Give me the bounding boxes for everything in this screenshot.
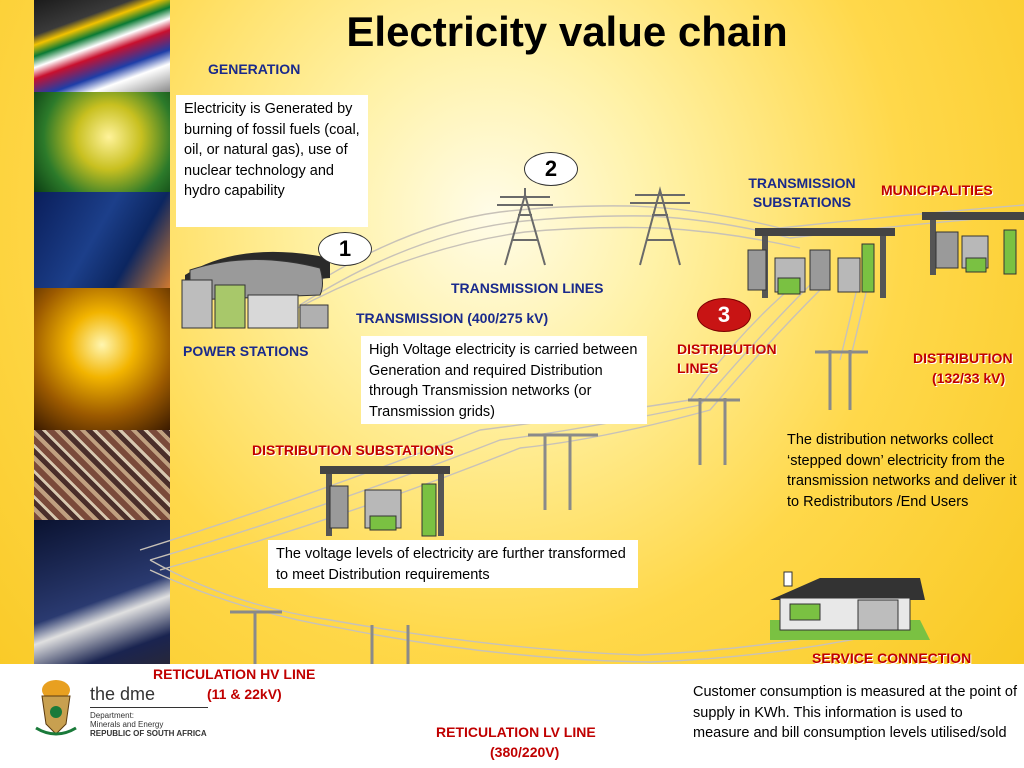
transmission-tower-1 [497,188,553,266]
distribution-substations-label: DISTRIBUTION SUBSTATIONS [252,442,454,458]
municipal-substation-drawing [922,212,1024,275]
transmission-lines-label: TRANSMISSION LINES [451,280,604,296]
reticulation-lv-label-2: (380/220V) [490,744,560,760]
customer-consumption-text: Customer consumption is measured at the … [693,684,1017,741]
dme-line-3: REPUBLIC OF SOUTH AFRICA [90,729,207,738]
dme-line-2: Minerals and Energy [90,720,164,729]
power-stations-label: POWER STATIONS [183,343,309,359]
generation-label: GENERATION [208,61,301,77]
distribution-voltage-label-1: DISTRIBUTION [913,350,1013,366]
distribution-substation-drawing [320,466,450,537]
reticulation-hv-label-2: (11 & 22kV) [207,686,282,702]
rock-photo [34,430,170,520]
power-station-drawing [181,251,330,329]
oil-drop-photo [34,92,170,192]
dme-underline [90,707,208,708]
step-2-badge: 2 [524,152,578,186]
light-photo [34,288,170,430]
distribution-substations-text-box: The voltage levels of electricity are fu… [268,540,638,588]
reticulation-hv-label-1: RETICULATION HV LINE [153,666,316,682]
service-connection-label: SERVICE CONNECTION [812,650,972,666]
transmission-text-box: High Voltage electricity is carried betw… [361,336,647,424]
power-lines [139,204,1024,663]
municipalities-label: MUNICIPALITIES [881,182,993,198]
transmission-tower-2 [630,186,690,266]
flag-photo [34,0,170,92]
distribution-lines-label: DISTRIBUTION LINES [677,341,777,376]
generation-text-box: Electricity is Generated by burning of f… [176,95,368,227]
distribution-voltage-label-2: (132/33 kV) [932,370,1006,386]
dme-brand: the dme [90,684,156,704]
worker-photo [34,192,170,288]
step-3-badge: 3 [697,298,751,332]
step-1-badge: 1 [318,232,372,266]
transmission-voltage-label: TRANSMISSION (400/275 kV) [356,310,549,326]
transmission-substation-drawing [747,228,895,298]
transmission-substations-label: TRANSMISSION SUBSTATIONS [748,175,856,210]
page-title: Electricity value chain [346,8,788,55]
distribution-networks-text: The distribution networks collect ‘stepp… [787,432,1017,510]
photo-strip [34,0,170,768]
house-drawing [770,571,930,640]
coat-of-arms-icon [35,680,77,736]
reticulation-lv-label-1: RETICULATION LV LINE [436,724,596,740]
dme-logo: the dme Department: Minerals and Energy … [32,676,222,756]
footer-band [0,664,1024,768]
dme-line-1: Department: [90,711,135,720]
